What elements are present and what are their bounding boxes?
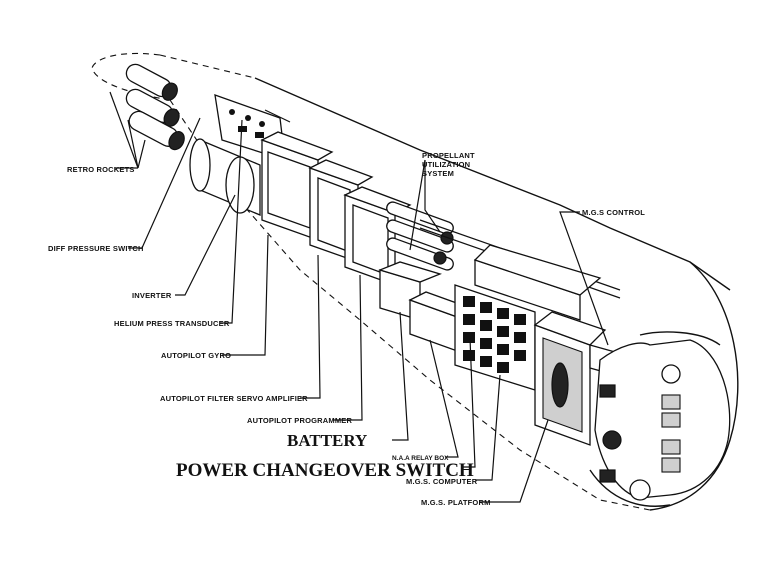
retro-rockets — [125, 63, 185, 151]
label-propellant-line1: PROPELLANT — [422, 151, 475, 160]
label-autopilot-filter-servo-amplifier: AUTOPILOT FILTER SERVO AMPLIFIER — [160, 394, 308, 403]
label-inverter: INVERTER — [132, 291, 172, 300]
label-mgs-platform: M.G.S. PLATFORM — [421, 498, 491, 507]
label-mgs-computer: M.G.S. COMPUTER — [406, 477, 478, 486]
label-power-changeover-switch: POWER CHANGEOVER SWITCH — [176, 460, 474, 481]
label-retro-rockets: RETRO ROCKETS — [67, 165, 135, 174]
label-autopilot-gyro: AUTOPILOT GYRO — [161, 351, 231, 360]
label-battery: BATTERY — [287, 431, 367, 450]
label-autopilot-programmer: AUTOPILOT PROGRAMMER — [247, 416, 352, 425]
label-propellant-line3: SYSTEM — [422, 169, 454, 178]
label-propellant-line2: UTILIZATION — [422, 160, 470, 169]
rear-panel — [594, 339, 731, 501]
label-diff-pressure-switch: DIFF PRESSURE SWITCH — [48, 244, 144, 253]
component-labels: RETRO ROCKETS DIFF PRESSURE SWITCH INVER… — [48, 151, 645, 507]
label-helium-press-transducer: HELIUM PRESS TRANSDUCER — [114, 319, 230, 328]
label-mgs-control: M.G.S CONTROL — [582, 208, 645, 217]
label-naa-relay-box: N.A.A RELAY BOX — [392, 455, 449, 462]
leader-lines — [109, 91, 609, 503]
equipment-stack — [189, 94, 621, 446]
